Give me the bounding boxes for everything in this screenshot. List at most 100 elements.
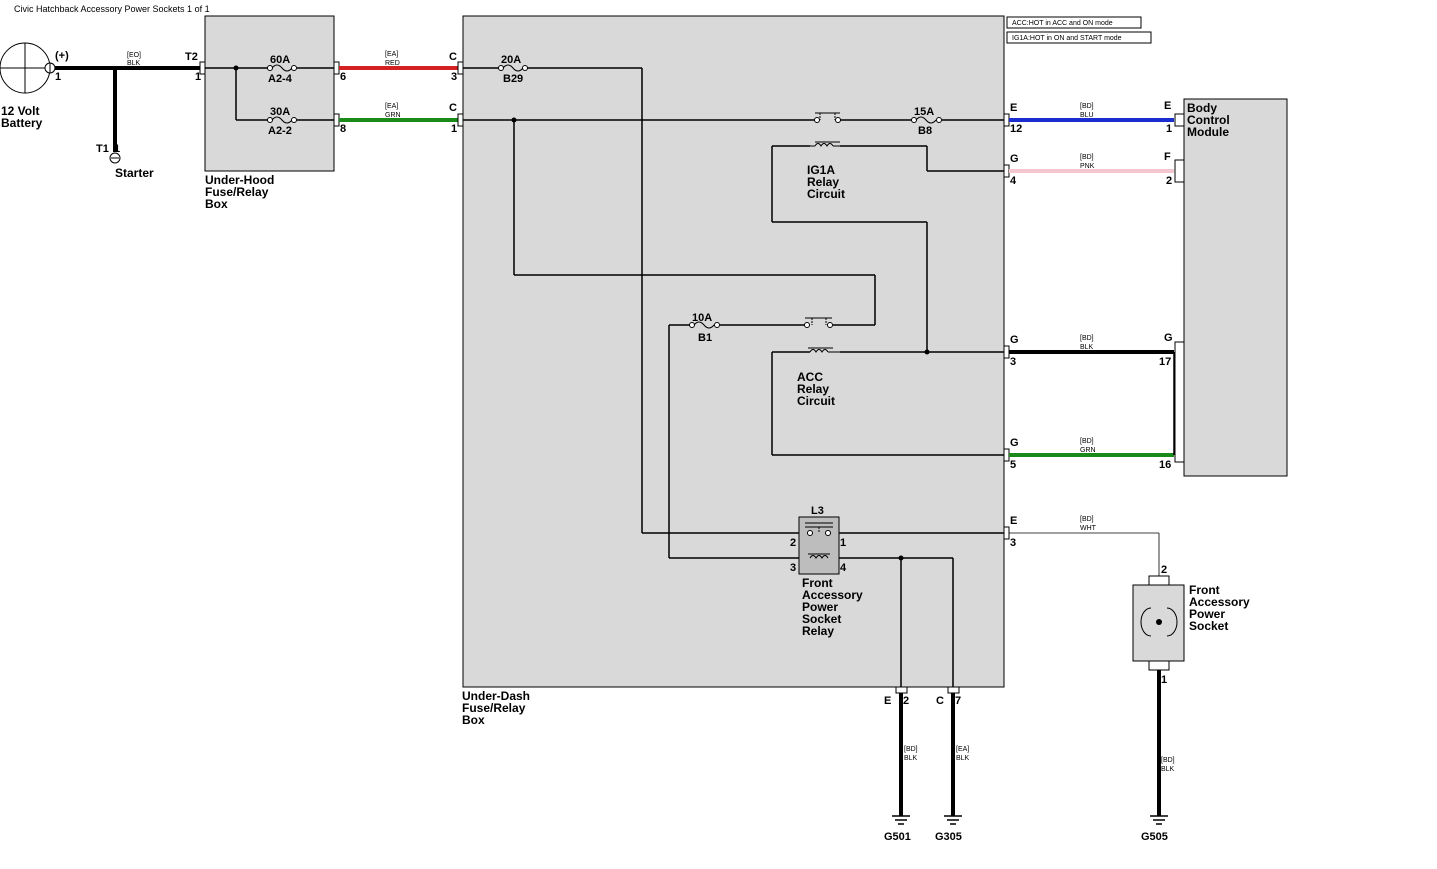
fuse-b8-icon	[911, 116, 942, 124]
socket-relay-l3: Power	[802, 600, 838, 614]
socket-top-connector	[1148, 575, 1170, 586]
fuse-b8-rating: 15A	[914, 106, 934, 118]
ground-g501-label: G501	[884, 831, 911, 843]
pink-wire-code: [BD]	[1080, 154, 1094, 161]
ud-out-g4-pin: 4	[1010, 175, 1017, 187]
ud-label-2: Fuse/Relay	[462, 701, 526, 715]
g17-wire-code: [BD]	[1080, 335, 1094, 342]
socket-label-3: Power	[1189, 607, 1225, 621]
bcm-g-connector	[1174, 341, 1185, 463]
bcm-e-conn: E	[1164, 100, 1171, 112]
fuse-b1-icon	[689, 321, 720, 329]
ud-in1-pin: 3	[451, 71, 457, 83]
socket-label-2: Accessory	[1189, 595, 1250, 609]
green-wire-color: GRN	[385, 112, 401, 119]
uh-out2-connector	[333, 113, 340, 127]
ud-internal-wiring	[463, 67, 1004, 687]
diagram-title: Civic Hatchback Accessory Power Sockets …	[14, 4, 210, 14]
socket-relay-icon	[805, 522, 833, 559]
ud-gnd-e2-conn: E	[884, 695, 891, 707]
legend-acc: ACC:HOT in ACC and ON mode	[1012, 20, 1113, 27]
uh-label-3: Box	[205, 197, 228, 211]
g505-wire-color: BLK	[1161, 766, 1175, 773]
ud-in2-connector	[457, 113, 464, 127]
body-control-module	[1183, 98, 1288, 477]
ud-out-e12-connector	[1003, 113, 1010, 127]
fuse-a2-4-rating: 60A	[270, 54, 290, 66]
ground-g505-icon	[1150, 815, 1168, 825]
uh-label-2: Fuse/Relay	[205, 185, 269, 199]
ud-out-g4-conn: G	[1010, 153, 1019, 165]
battery-wire-color: BLK	[127, 60, 141, 67]
ground-g305-label: G305	[935, 831, 962, 843]
socket-relay-p1: 1	[840, 537, 846, 549]
battery-plus: (+)	[55, 50, 69, 62]
uh-out1-pin: 6	[340, 71, 346, 83]
ud-label-1: Under-Dash	[462, 689, 530, 703]
ud-gnd-e2-connector	[895, 686, 908, 694]
ud-gnd-e2-pin: 2	[903, 695, 909, 707]
fuse-b29-rating: 20A	[501, 54, 521, 66]
acc-label-1: ACC	[797, 370, 823, 384]
ig1a-label-3: Circuit	[807, 187, 845, 201]
socket-relay-p2: 2	[790, 537, 796, 549]
uh-label-1: Under-Hood	[205, 173, 274, 187]
blue-wire-code: [BD]	[1080, 103, 1094, 110]
red-wire-code: [EA]	[385, 51, 398, 58]
acc-label-2: Relay	[797, 382, 829, 396]
socket-relay-id: L3	[811, 505, 824, 517]
ud-out-g3-conn: G	[1010, 334, 1019, 346]
fuse-b8-id: B8	[918, 125, 932, 137]
bcm-f-connector	[1174, 159, 1185, 183]
bcm-label-1: Body	[1187, 101, 1217, 115]
green-wire-code: [EA]	[385, 103, 398, 110]
g17-wire-color: BLK	[1080, 344, 1094, 351]
socket-relay-l5: Relay	[802, 624, 834, 638]
ud-out-g5-pin: 5	[1010, 459, 1016, 471]
ud-out-g5-conn: G	[1010, 437, 1019, 449]
ud-in2-conn: C	[449, 102, 457, 114]
power-socket-icon	[1140, 607, 1178, 637]
white-wire-color: WHT	[1080, 525, 1097, 532]
ud-gnd-c7-connector	[947, 686, 960, 694]
starter-pin: 1	[114, 143, 120, 155]
ud-gnd-c7-pin: 7	[955, 695, 961, 707]
bcm-g17-pin: 17	[1159, 356, 1171, 368]
fuse-b1-rating: 10A	[692, 312, 712, 324]
fuse-b29-id: B29	[503, 73, 523, 85]
g305-wire-code: [EA]	[956, 746, 969, 753]
ud-in1-connector	[457, 61, 464, 75]
legend-acc-box	[1006, 16, 1142, 29]
ig1a-label-2: Relay	[807, 175, 839, 189]
fuse-a2-2-icon	[267, 116, 297, 124]
battery-pin: 1	[55, 71, 61, 83]
bcm-label-2: Control	[1187, 113, 1230, 127]
fuse-b1-id: B1	[698, 332, 712, 344]
ud-out-e12-pin: 12	[1010, 123, 1022, 135]
fuse-a2-2-rating: 30A	[270, 106, 290, 118]
acc-label-3: Circuit	[797, 394, 835, 408]
uh-in-conn: T2	[185, 51, 198, 63]
g16-wire-code: [BD]	[1080, 438, 1094, 445]
g501-wire-code: [BD]	[904, 746, 918, 753]
fuse-b29-icon	[498, 64, 528, 72]
socket-relay-l4: Socket	[802, 612, 841, 626]
fuse-a2-4-id: A2-4	[268, 73, 293, 85]
socket-pin-bottom: 1	[1161, 674, 1167, 686]
ud-in2-pin: 1	[451, 123, 457, 135]
socket-label-1: Front	[1189, 583, 1220, 597]
red-wire-color: RED	[385, 60, 400, 67]
ig1a-relay-icon	[810, 112, 841, 147]
socket-relay-p4: 4	[840, 562, 847, 574]
bcm-label-3: Module	[1187, 125, 1229, 139]
pink-wire-color: PNK	[1080, 163, 1095, 170]
ud-out-e3-conn: E	[1010, 515, 1017, 527]
underhood-fuse-box	[204, 15, 335, 172]
socket-bottom-connector	[1148, 660, 1170, 671]
blue-wire-color: BLU	[1080, 112, 1094, 119]
ground-g305-icon	[944, 815, 962, 825]
uh-out1-connector	[333, 61, 340, 75]
starter-label: Starter	[115, 166, 154, 180]
bcm-g-conn: G	[1164, 332, 1173, 344]
bcm-g16-pin: 16	[1159, 459, 1171, 471]
